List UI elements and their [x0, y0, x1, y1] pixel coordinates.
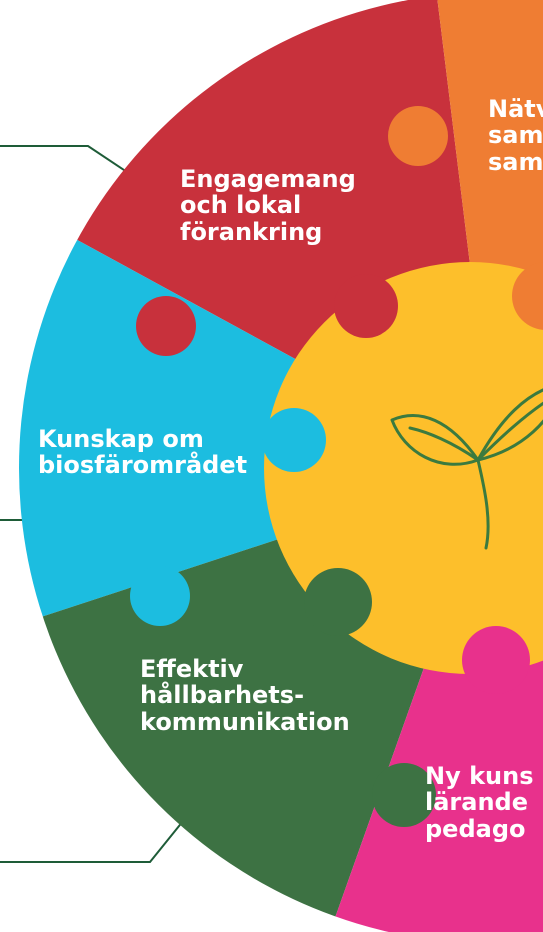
center-piece — [264, 262, 543, 674]
knob-engagemang — [136, 296, 196, 356]
sprout-icon — [390, 388, 543, 550]
sprout-leaf-left — [390, 414, 480, 466]
connector-line-top — [0, 145, 131, 175]
knob-engagemang-center — [334, 274, 398, 338]
segment-kunskap — [19, 228, 495, 618]
label-effektiv: Effektiv hållbarhets- kommunikation — [140, 655, 350, 736]
label-engagemang: Engagemang och lokal förankring — [180, 165, 356, 246]
knob-natverk-center — [512, 262, 543, 330]
label-nykunskap: Ny kuns lärande pedago — [425, 762, 534, 843]
knob-kunskap — [130, 566, 190, 626]
sprout-stem — [476, 458, 490, 550]
label-natverk: Nätv sam sam — [488, 95, 543, 176]
knob-natverk — [388, 106, 448, 166]
knob-effektiv-right — [372, 763, 436, 827]
label-kunskap: Kunskap om biosfärområdet — [38, 425, 248, 480]
knob-nykunskap-center — [462, 626, 530, 694]
knob-kunskap-center — [262, 408, 326, 472]
sprout-leaf-left-vein — [408, 426, 480, 462]
sprout-leaf-right-vein — [476, 401, 543, 462]
knob-effektiv-center — [304, 568, 372, 636]
segment-natverk — [435, 0, 543, 468]
sprout-leaf-right — [476, 388, 543, 462]
